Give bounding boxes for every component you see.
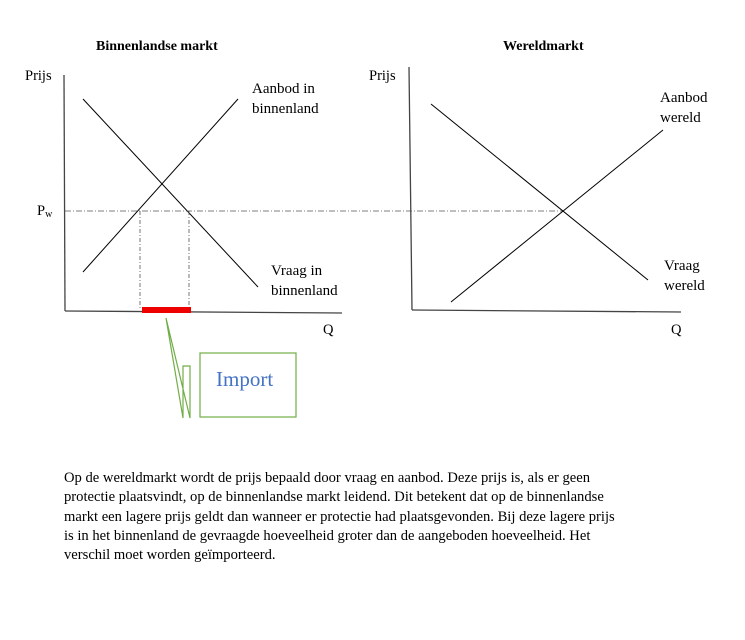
right-y-axis-label: Prijs	[369, 68, 396, 84]
paragraph-line: Op de wereldmarkt wordt de prijs bepaald…	[64, 470, 590, 486]
left-supply-curve	[82, 98, 239, 273]
right-x-axis-label: Q	[671, 322, 682, 338]
right-y-axis	[408, 66, 413, 311]
right-panel-title: Wereldmarkt	[503, 39, 584, 54]
world-supply-curve	[450, 129, 664, 303]
world-price-label: Pw	[37, 204, 52, 220]
callout-pointer	[165, 317, 191, 419]
world-demand-label: Vraag wereld	[664, 258, 705, 294]
explanation-paragraph: Op de wereldmarkt wordt de prijs bepaald…	[64, 469, 684, 565]
world-supply-label: Aanbod wereld	[660, 90, 708, 126]
paragraph-line: is in het binnenland de gevraagde hoevee…	[64, 527, 591, 544]
world-price-label-sub: w	[45, 209, 53, 220]
import-callout-label: Import	[216, 367, 274, 391]
paragraph-line: verschil moet worden geïmporteerd.	[64, 547, 276, 564]
left-x-axis-label: Q	[323, 322, 334, 338]
paragraph-line: protectie plaatsvindt, op de binnenlands…	[64, 489, 604, 506]
left-panel-title: Binnenlandse markt	[96, 39, 218, 54]
right-x-axis	[411, 309, 682, 313]
import-quantity-bar	[142, 307, 191, 313]
left-x-axis	[64, 310, 343, 314]
world-demand-curve	[430, 103, 649, 281]
left-y-axis	[63, 74, 66, 312]
world-price-label-main: P	[37, 203, 46, 219]
left-demand-curve	[82, 98, 259, 288]
paragraph-line: markt een lagere prijs geldt dan wanneer…	[64, 508, 615, 525]
left-y-axis-label: Prijs	[25, 68, 52, 84]
domestic-supply-label: Aanbod in binnenland	[252, 81, 319, 117]
domestic-demand-label: Vraag in binnenland	[271, 263, 338, 299]
import-callout-box	[199, 352, 297, 418]
